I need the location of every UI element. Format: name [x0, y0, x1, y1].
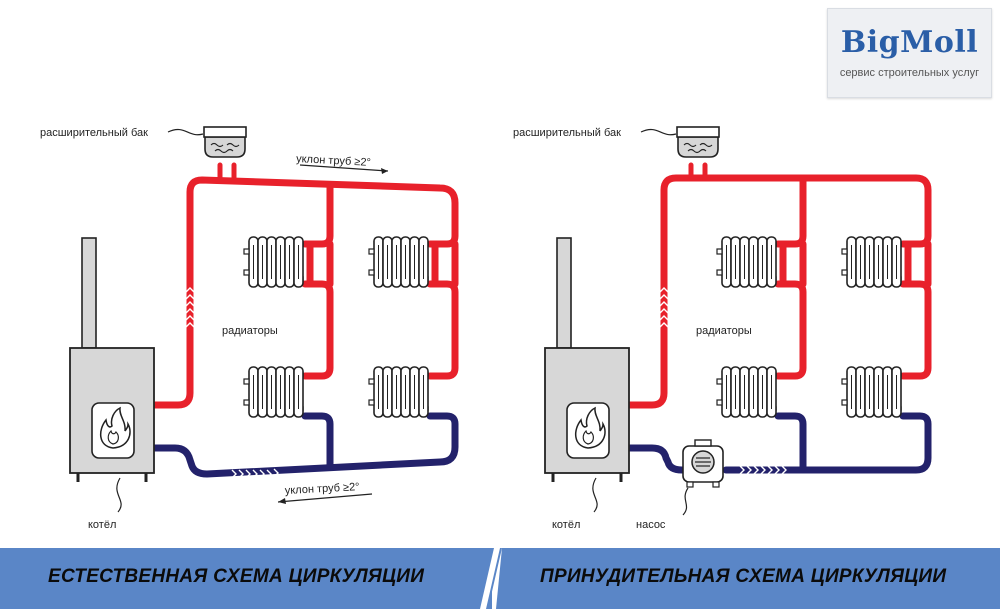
left-slope-bottom-label: уклон труб ≥2°: [285, 481, 360, 497]
right-boiler: [543, 236, 631, 484]
right-pump-label: насос: [636, 519, 666, 531]
left-slope-arrow-top: [299, 164, 389, 174]
left-radiator-bottom-left: [243, 366, 304, 418]
right-scheme: расширительный бак радиаторы котёл насос: [513, 126, 932, 531]
brand-logo-name: BigMoll: [840, 25, 979, 60]
right-scheme-title: ПРИНУДИТЕЛЬНАЯ СХЕМА ЦИРКУЛЯЦИИ: [540, 566, 947, 587]
right-pump: [682, 439, 724, 488]
left-tank-leader: [167, 128, 204, 136]
right-hot-flow-marks: [659, 287, 669, 328]
right-radiator-top-right: [841, 236, 902, 288]
left-hot-flow-marks: [185, 287, 195, 328]
left-radiator-bottom-right: [368, 366, 429, 418]
right-boiler-label: котёл: [552, 519, 580, 531]
left-boiler-label: котёл: [88, 519, 116, 531]
left-boiler-leader: [116, 477, 122, 513]
left-scheme-title: ЕСТЕСТВЕННАЯ СХЕМА ЦИРКУЛЯЦИИ: [48, 566, 425, 587]
left-radiator-top-right: [368, 236, 429, 288]
right-pump-leader: [682, 487, 689, 516]
right-expansion-tank-label: расширительный бак: [513, 127, 621, 139]
right-radiators-label: радиаторы: [696, 325, 752, 337]
right-boiler-leader: [592, 477, 598, 513]
right-radiator-bottom-right: [841, 366, 902, 418]
left-slope-arrow-bottom: [277, 493, 373, 504]
left-radiators-label: радиаторы: [222, 325, 278, 337]
left-slope-top-label: уклон труб ≥2°: [296, 153, 371, 169]
right-radiator-top-left: [716, 236, 777, 288]
right-expansion-tank: [676, 126, 720, 158]
left-cold-flow-marks: [231, 468, 279, 479]
brand-logo-tagline: сервис строительных услуг: [839, 67, 980, 79]
left-expansion-tank-label: расширительный бак: [40, 127, 148, 139]
left-expansion-tank: [203, 126, 247, 158]
left-scheme: расширительный бак уклон труб ≥2° радиат…: [40, 126, 459, 531]
right-hot-pipes: [626, 162, 932, 409]
right-radiator-bottom-left: [716, 366, 777, 418]
left-title-band: [0, 548, 492, 609]
left-radiator-top-left: [243, 236, 304, 288]
band-divider: [478, 548, 510, 609]
left-boiler: [68, 236, 156, 484]
right-tank-leader: [640, 128, 677, 136]
left-cold-pipes: [151, 412, 459, 478]
right-title-band: [502, 548, 1000, 609]
left-hot-pipes: [151, 162, 459, 409]
brand-logo: BigMoll сервис строительных услуг: [827, 8, 992, 98]
right-cold-flow-marks: [739, 465, 787, 475]
right-cold-pipes: [626, 412, 932, 474]
